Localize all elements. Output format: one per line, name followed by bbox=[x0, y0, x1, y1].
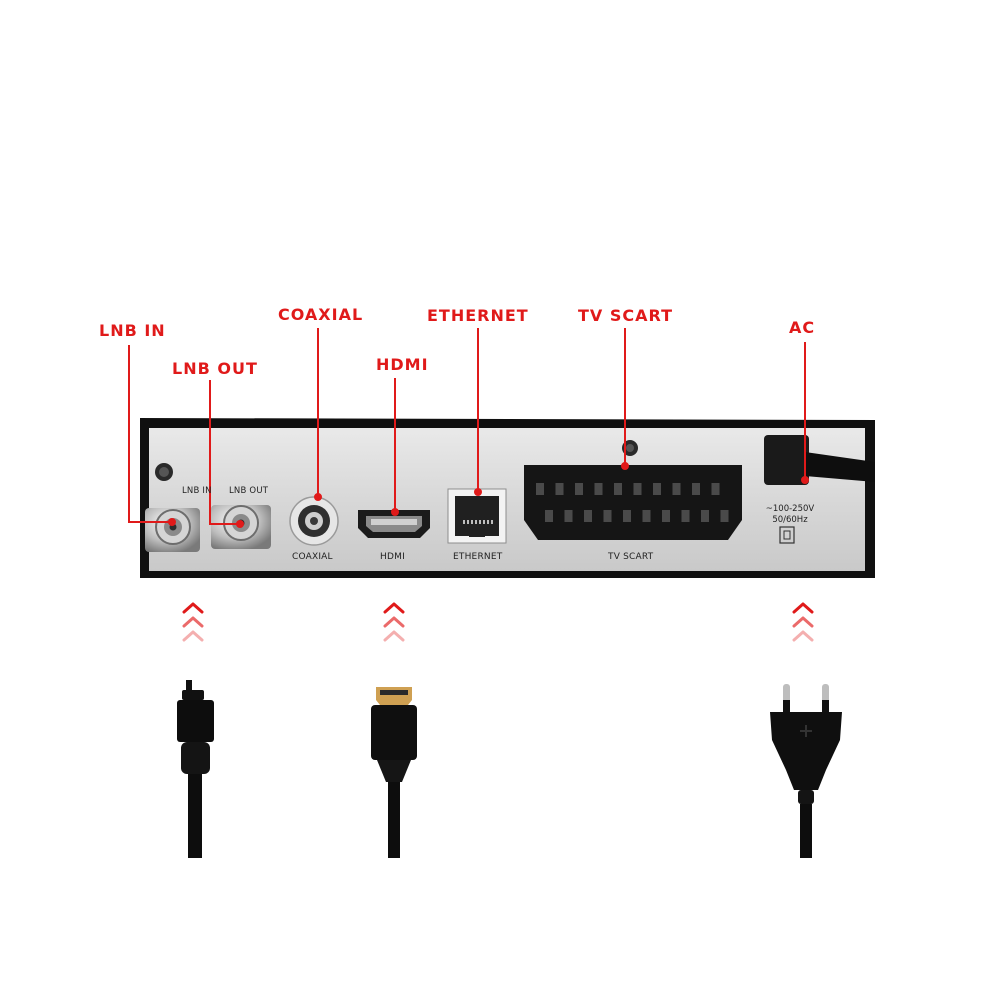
scart-pin bbox=[711, 483, 720, 495]
panel-label-hdmi: HDMI bbox=[380, 552, 405, 562]
scart-pins bbox=[536, 483, 729, 522]
insert-arrow-icon bbox=[383, 630, 405, 642]
insert-arrow-icon bbox=[182, 616, 204, 628]
tv-scart-port bbox=[524, 465, 742, 540]
scart-pin bbox=[575, 483, 583, 495]
power-rating-frequency: 50/60Hz bbox=[772, 515, 808, 525]
hdmi-dot bbox=[391, 508, 399, 516]
scart-pin bbox=[564, 510, 573, 522]
f-connector-cable-icon bbox=[177, 680, 214, 858]
panel-label-tv-scart: TV SCART bbox=[608, 552, 654, 562]
callout-lnb-in: LNB IN bbox=[99, 321, 166, 340]
scart-pin bbox=[623, 510, 631, 522]
scart-pin bbox=[672, 483, 681, 495]
callout-ac: AC bbox=[789, 318, 816, 337]
hdmi-port bbox=[358, 510, 430, 538]
tv-scart-dot bbox=[621, 462, 629, 470]
power-rating: ~100-250V 50/60Hz bbox=[762, 504, 818, 526]
ac-dot bbox=[801, 476, 809, 484]
callout-hdmi: HDMI bbox=[376, 355, 429, 374]
panel-label-ethernet: ETHERNET bbox=[453, 552, 503, 562]
insert-arrow-icon bbox=[182, 602, 204, 614]
panel-label-lnb-in: LNB IN bbox=[182, 486, 212, 496]
scart-pin bbox=[701, 510, 709, 522]
callout-tv-scart: TV SCART bbox=[578, 306, 674, 325]
insert-arrow-icon bbox=[383, 602, 405, 614]
scart-pin bbox=[614, 483, 622, 495]
scart-pin bbox=[594, 483, 603, 495]
panel-label-coaxial: COAXIAL bbox=[292, 552, 333, 562]
callout-lnb-out: LNB OUT bbox=[172, 359, 258, 378]
scart-pin bbox=[642, 510, 651, 522]
callout-lines bbox=[128, 328, 809, 528]
scart-pin bbox=[681, 510, 690, 522]
insert-arrow-icon bbox=[383, 616, 405, 628]
coaxial-port bbox=[289, 496, 339, 546]
ethernet-dot bbox=[474, 488, 482, 496]
lnb-out-dot bbox=[236, 520, 244, 528]
callout-ethernet: ETHERNET bbox=[427, 306, 529, 325]
lnb-in-dot bbox=[168, 518, 176, 526]
scart-pin bbox=[603, 510, 612, 522]
callout-coaxial: COAXIAL bbox=[278, 305, 364, 324]
insert-arrow-icon bbox=[182, 630, 204, 642]
scart-pin bbox=[720, 510, 729, 522]
power-rating-voltage: ~100-250V bbox=[765, 504, 815, 514]
panel-label-lnb-out: LNB OUT bbox=[229, 486, 269, 496]
scart-pin bbox=[584, 510, 592, 522]
insert-arrow-icon bbox=[792, 602, 814, 614]
scart-pin bbox=[633, 483, 642, 495]
scart-pin bbox=[555, 483, 564, 495]
rear-panel bbox=[149, 428, 865, 571]
lnb-in-leader bbox=[128, 345, 172, 523]
ethernet-port bbox=[447, 488, 507, 544]
insert-arrow-icon bbox=[792, 616, 814, 628]
coaxial-dot bbox=[314, 493, 322, 501]
scart-pin bbox=[692, 483, 700, 495]
hdmi-cable-icon bbox=[371, 687, 417, 858]
scart-pin bbox=[545, 510, 553, 522]
ac-power-inlet bbox=[764, 435, 875, 544]
eu-power-plug-icon bbox=[770, 684, 842, 858]
scart-pin bbox=[536, 483, 544, 495]
scart-pin bbox=[662, 510, 670, 522]
lnb-in-port bbox=[145, 508, 200, 552]
insert-arrow-icon bbox=[792, 630, 814, 642]
lnb-out-leader bbox=[209, 380, 240, 525]
scart-pin bbox=[653, 483, 661, 495]
